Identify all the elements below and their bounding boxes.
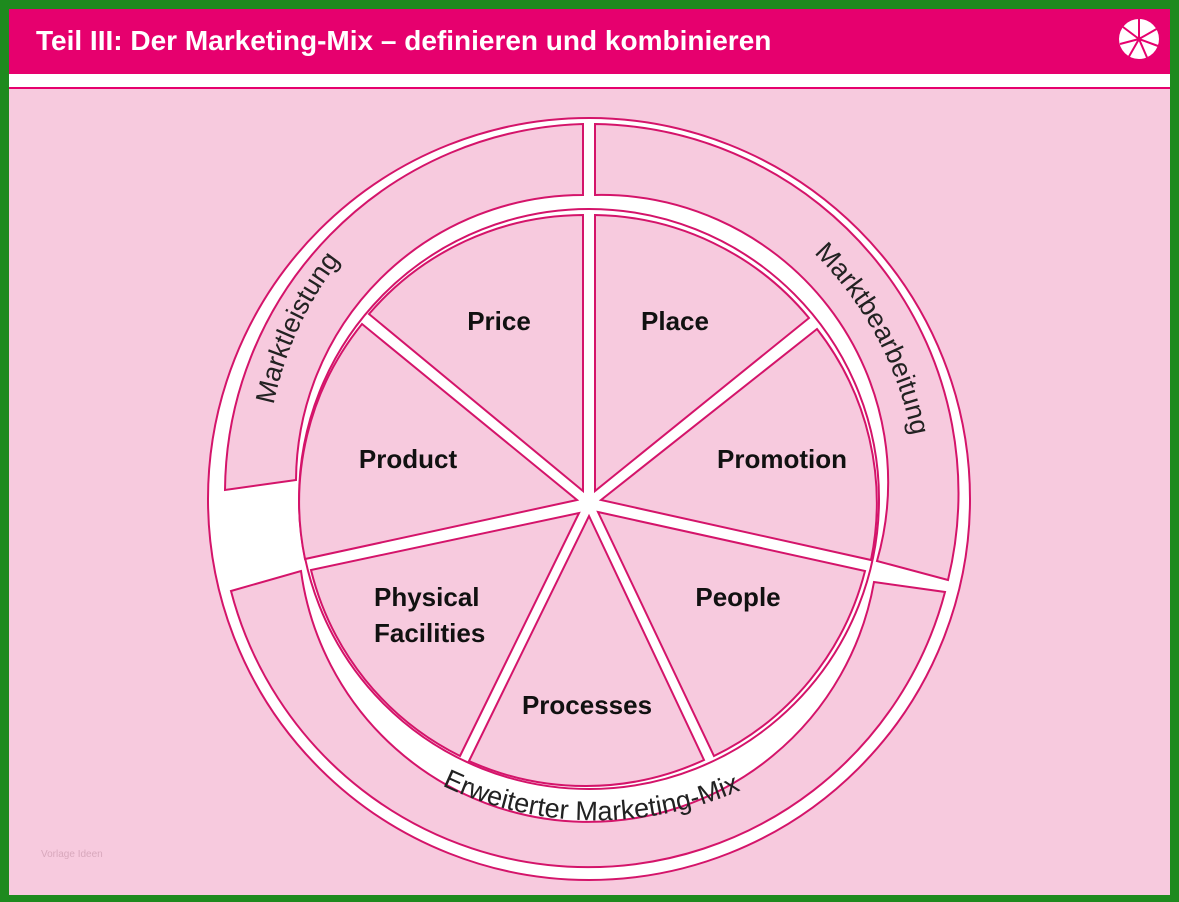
label-price: Price (467, 306, 531, 336)
slide-frame: Teil III: Der Marketing-Mix – definieren… (9, 9, 1170, 895)
label-people: People (695, 582, 780, 612)
sector-promotion (598, 327, 878, 562)
label-physical: Physical (374, 582, 480, 612)
label-place: Place (641, 306, 709, 336)
header-bar: Teil III: Der Marketing-Mix – definieren… (9, 9, 1170, 74)
ring-segment-marktbearbeitung (594, 122, 960, 582)
label-facilities: Facilities (374, 618, 485, 648)
sector-people (596, 510, 867, 758)
watermark: Vorlage Ideen (41, 849, 103, 860)
ring-segment-marktleistung (223, 122, 584, 492)
pie-wheel-icon (1119, 19, 1159, 59)
label-promotion: Promotion (717, 444, 847, 474)
sector-place (594, 213, 811, 494)
marketing-mix-wheel: Price Place Promotion People Processes P… (207, 117, 971, 881)
page-title: Teil III: Der Marketing-Mix – definieren… (36, 25, 772, 56)
label-processes: Processes (522, 690, 652, 720)
sector-processes (467, 513, 706, 788)
sector-product (298, 322, 580, 561)
sector-physical-facilities (309, 511, 581, 758)
sector-price (367, 213, 584, 494)
diagram-area: Price Place Promotion People Processes P… (9, 87, 1170, 895)
label-product: Product (359, 444, 458, 474)
ring-segment-erweitert (229, 569, 947, 869)
